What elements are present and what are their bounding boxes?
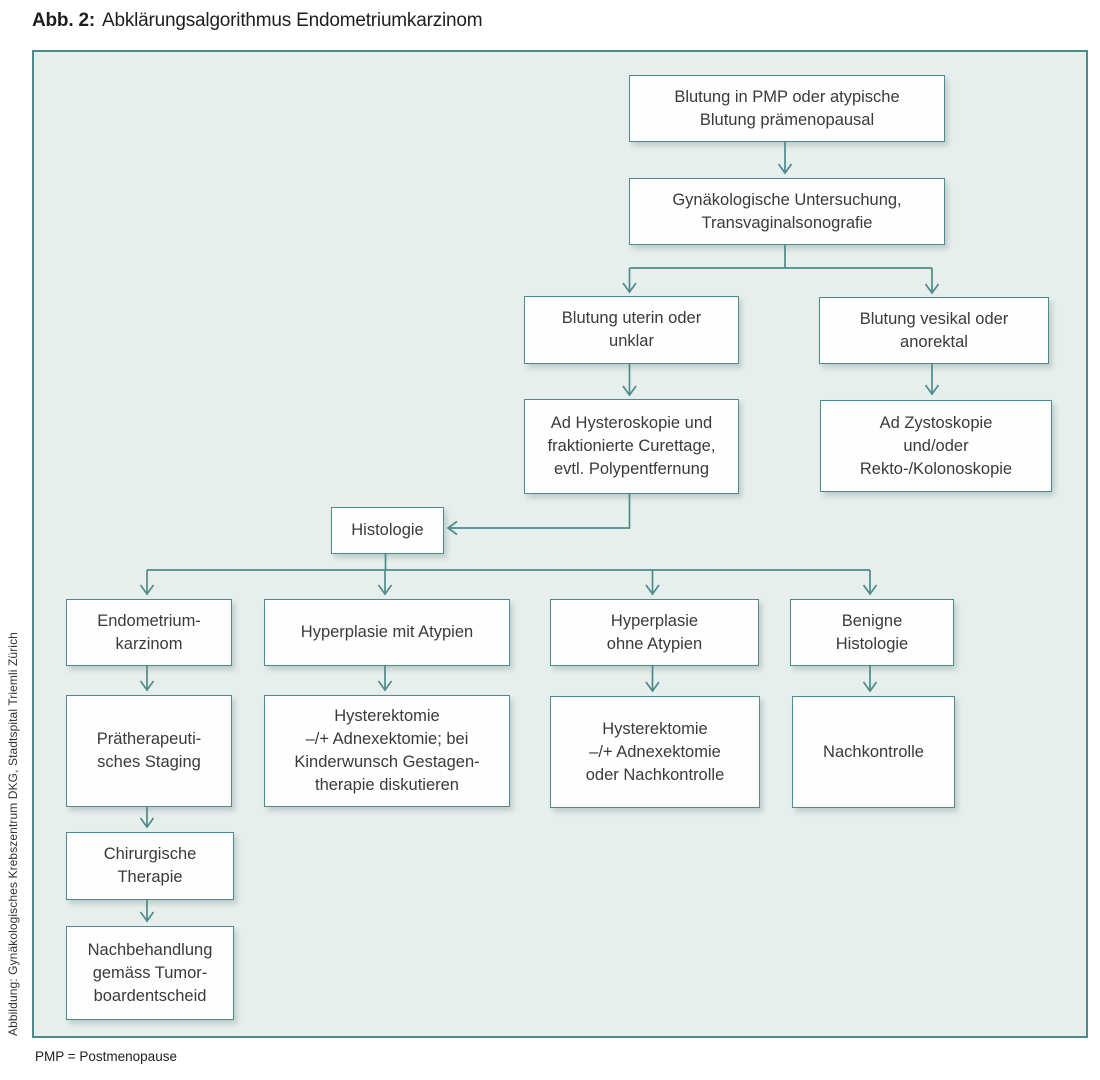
node-pretherapeutic-staging: Prätherapeuti- sches Staging	[66, 695, 232, 807]
node-bleeding: Blutung in PMP oder atypische Blutung pr…	[629, 75, 945, 142]
image-credit: Abbildung: Gynäkologisches Krebszentrum …	[6, 632, 20, 1036]
node-endometrial-carcinoma: Endometrium- karzinom	[66, 599, 232, 666]
node-hyperplasia-with-atypia: Hyperplasie mit Atypien	[264, 599, 510, 666]
figure-title: Abklärungsalgorithmus Endometriumkarzino…	[102, 10, 483, 31]
node-hysterectomy-or-followup-label: Hysterektomie –/+ Adnexektomie oder Nach…	[585, 719, 725, 784]
node-hyperplasia-without-atypia-label: Hyperplasie ohne Atypien	[606, 611, 703, 653]
figure-caption: Abb. 2: Abklärungsalgorithmus Endometrium…	[32, 10, 483, 32]
flowchart-canvas: Blutung in PMP oder atypische Blutung pr…	[32, 50, 1088, 1038]
node-vesical-bleeding: Blutung vesikal oder anorektal	[819, 297, 1049, 364]
abbreviation-note: PMP = Postmenopause	[35, 1049, 177, 1064]
node-pretherapeutic-staging-label: Prätherapeuti- sches Staging	[96, 730, 202, 771]
node-exam: Gynäkologische Untersuchung, Transvagina…	[629, 178, 945, 245]
connector-lines	[139, 140, 940, 923]
node-hyperplasia-with-atypia-label: Hyperplasie mit Atypien	[300, 623, 474, 641]
node-followup-label: Nachkontrolle	[823, 742, 924, 761]
node-endometrial-carcinoma-label: Endometrium- karzinom	[97, 611, 201, 653]
node-cystoscopy: Ad Zystoskopie und/oder Rekto-/Kolonosko…	[820, 400, 1052, 492]
node-exam-label: Gynäkologische Untersuchung, Transvagina…	[672, 190, 902, 232]
node-aftercare: Nachbehandlung gemäss Tumor- boardentsch…	[66, 926, 234, 1020]
node-uterine-bleeding: Blutung uterin oder unklar	[524, 296, 739, 364]
node-histology: Histologie	[331, 507, 444, 554]
node-benign-histology-label: Benigne Histologie	[835, 611, 909, 653]
node-hysterectomy-gestagen-label: Hysterektomie –/+ Adnexektomie; bei Kind…	[294, 707, 480, 794]
node-vesical-bleeding-label: Blutung vesikal oder anorektal	[859, 309, 1009, 351]
node-cystoscopy-label: Ad Zystoskopie und/oder Rekto-/Kolonosko…	[859, 413, 1013, 478]
node-uterine-bleeding-label: Blutung uterin oder unklar	[561, 309, 702, 350]
node-bleeding-label: Blutung in PMP oder atypische Blutung pr…	[674, 87, 900, 129]
node-aftercare-label: Nachbehandlung gemäss Tumor- boardentsch…	[87, 940, 213, 1005]
node-followup: Nachkontrolle	[792, 696, 955, 808]
node-benign-histology: Benigne Histologie	[790, 599, 954, 666]
node-hysterectomy-or-followup: Hysterektomie –/+ Adnexektomie oder Nach…	[550, 696, 760, 808]
node-surgical-therapy-label: Chirurgische Therapie	[103, 845, 197, 886]
node-histology-label: Histologie	[351, 521, 424, 539]
figure-number: Abb. 2:	[32, 10, 95, 31]
node-hysteroscopy-label: Ad Hysteroskopie und fraktionierte Curet…	[547, 414, 716, 478]
node-hysterectomy-gestagen: Hysterektomie –/+ Adnexektomie; bei Kind…	[264, 695, 510, 807]
node-surgical-therapy: Chirurgische Therapie	[66, 832, 234, 900]
node-hysteroscopy: Ad Hysteroskopie und fraktionierte Curet…	[524, 399, 739, 494]
node-hyperplasia-without-atypia: Hyperplasie ohne Atypien	[550, 599, 759, 666]
